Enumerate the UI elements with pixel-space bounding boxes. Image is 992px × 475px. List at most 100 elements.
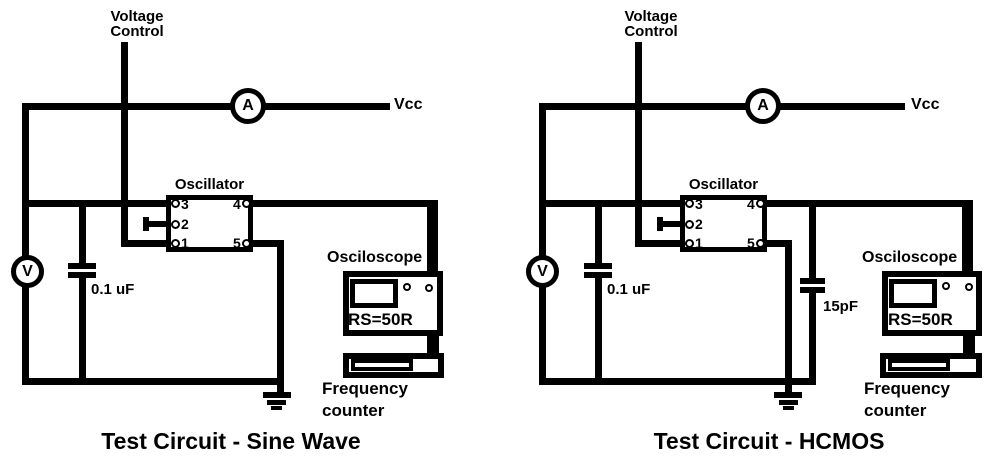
ammeter-label: A: [757, 97, 769, 114]
vcc-label: Vcc: [394, 96, 423, 113]
pin1-label: 1: [181, 235, 189, 251]
pin5-label: 5: [233, 235, 241, 251]
oscilloscope-knob-2: [425, 284, 433, 292]
circuit-title: Test Circuit - Sine Wave: [101, 428, 361, 454]
ground-rail-wire: [22, 378, 284, 385]
load-cap-bottom-lead: [809, 293, 816, 385]
pin4-circle: [242, 199, 251, 208]
pin4-output-wire: [762, 200, 973, 207]
scope-impedance-label: RS=50R: [888, 310, 953, 329]
pin4-output-wire: [248, 200, 438, 207]
bypass-cap-top-lead: [79, 200, 86, 263]
frequency-counter-label-line1: Frequency: [322, 379, 408, 398]
voltmeter-label: V: [22, 262, 33, 280]
ground-bar-3: [783, 406, 794, 410]
pin5-output-wire: [248, 240, 284, 247]
scope-drop-wire: [427, 200, 438, 273]
pin4-circle: [756, 199, 765, 208]
bypass-cap-plate-bottom: [68, 272, 96, 278]
oscilloscope-label: Osciloscope: [862, 249, 958, 266]
frequency-counter-slot: [351, 359, 413, 371]
pin1-feed-wire: [635, 240, 685, 247]
oscilloscope-knob-1: [942, 282, 950, 290]
voltage-control-label-line1: Voltage: [110, 8, 164, 25]
bypass-cap-plate-top: [584, 263, 612, 269]
pin1-circle: [171, 239, 180, 248]
bypass-cap-label: 0.1 uF: [607, 281, 651, 298]
pin3-feed-wire: [539, 200, 685, 207]
frequency-counter-label-line2: counter: [864, 401, 927, 420]
pin3-circle: [171, 199, 180, 208]
pin5-ground-wire: [277, 240, 284, 392]
oscilloscope-screen: [889, 279, 937, 308]
oscilloscope-label: Osciloscope: [327, 249, 423, 266]
frequency-counter-label-line1: Frequency: [864, 379, 950, 398]
scope-stand: [963, 335, 975, 353]
pin4-label: 4: [233, 196, 241, 212]
bypass-cap-bottom-lead: [79, 278, 86, 385]
pin3-label: 3: [695, 196, 703, 212]
pin5-ground-wire: [785, 240, 792, 392]
ground-bar-1: [774, 392, 802, 398]
voltage-control-label-line2: Control: [624, 23, 678, 40]
pin1-circle: [685, 239, 694, 248]
bypass-cap-top-lead: [595, 200, 602, 263]
bypass-cap-plate-top: [68, 263, 96, 269]
voltage-control-wire: [635, 42, 642, 247]
vcc-rail-wire: [22, 103, 390, 110]
pin5-circle: [756, 239, 765, 248]
bypass-cap-label: 0.1 uF: [91, 281, 135, 298]
pin5-label: 5: [747, 235, 755, 251]
pin3-label: 3: [181, 196, 189, 212]
ground-bar-3: [271, 406, 282, 410]
oscillator-box: [680, 195, 767, 252]
voltage-control-label-line2: Control: [110, 23, 164, 40]
ammeter-label: A: [242, 97, 254, 114]
scope-drop-wire: [962, 200, 973, 271]
oscillator-label: Oscillator: [688, 176, 759, 193]
frequency-counter-slot: [888, 359, 950, 371]
ammeter-symbol: A: [745, 88, 781, 124]
oscilloscope-knob-2: [965, 283, 973, 291]
vcc-label: Vcc: [911, 96, 940, 113]
scope-impedance-label: RS=50R: [348, 310, 413, 329]
pin3-feed-wire: [22, 200, 171, 207]
voltage-control-wire: [121, 42, 128, 247]
scope-stand: [427, 335, 439, 353]
pin1-label: 1: [695, 235, 703, 251]
load-cap-plate-top: [800, 278, 825, 284]
frequency-counter-label-line2: counter: [322, 401, 385, 420]
ground-rail-wire: [539, 378, 816, 385]
pin3-circle: [685, 199, 694, 208]
bypass-cap-plate-bottom: [584, 272, 612, 278]
pin5-circle: [242, 239, 251, 248]
circuit-title: Test Circuit - HCMOS: [653, 428, 885, 454]
pin2-stub-wire: [146, 221, 171, 227]
left-rail-wire: [22, 103, 29, 385]
voltmeter-symbol: V: [526, 255, 559, 288]
oscillator-label: Oscillator: [174, 176, 245, 193]
pin1-feed-wire: [121, 240, 171, 247]
voltmeter-label: V: [537, 262, 548, 280]
pin2-stub-wire: [660, 221, 685, 227]
pin2-label: 2: [181, 216, 189, 232]
voltmeter-symbol: V: [11, 255, 44, 288]
ground-bar-1: [263, 392, 291, 398]
ground-bar-2: [779, 400, 798, 405]
bypass-cap-bottom-lead: [595, 278, 602, 385]
ground-bar-2: [267, 400, 286, 405]
pin2-label: 2: [695, 216, 703, 232]
ammeter-symbol: A: [230, 88, 266, 124]
voltage-control-label-line1: Voltage: [624, 8, 678, 25]
vcc-rail-wire: [539, 103, 905, 110]
load-cap-top-lead: [809, 200, 816, 278]
pin2-circle: [685, 220, 694, 229]
load-cap-label: 15pF: [823, 298, 859, 315]
pin2-circle: [171, 220, 180, 229]
load-cap-plate-bottom: [800, 287, 825, 293]
pin4-label: 4: [747, 196, 755, 212]
oscillator-box: [166, 195, 253, 252]
oscilloscope-screen: [350, 279, 398, 308]
pin5-output-wire: [762, 240, 792, 247]
